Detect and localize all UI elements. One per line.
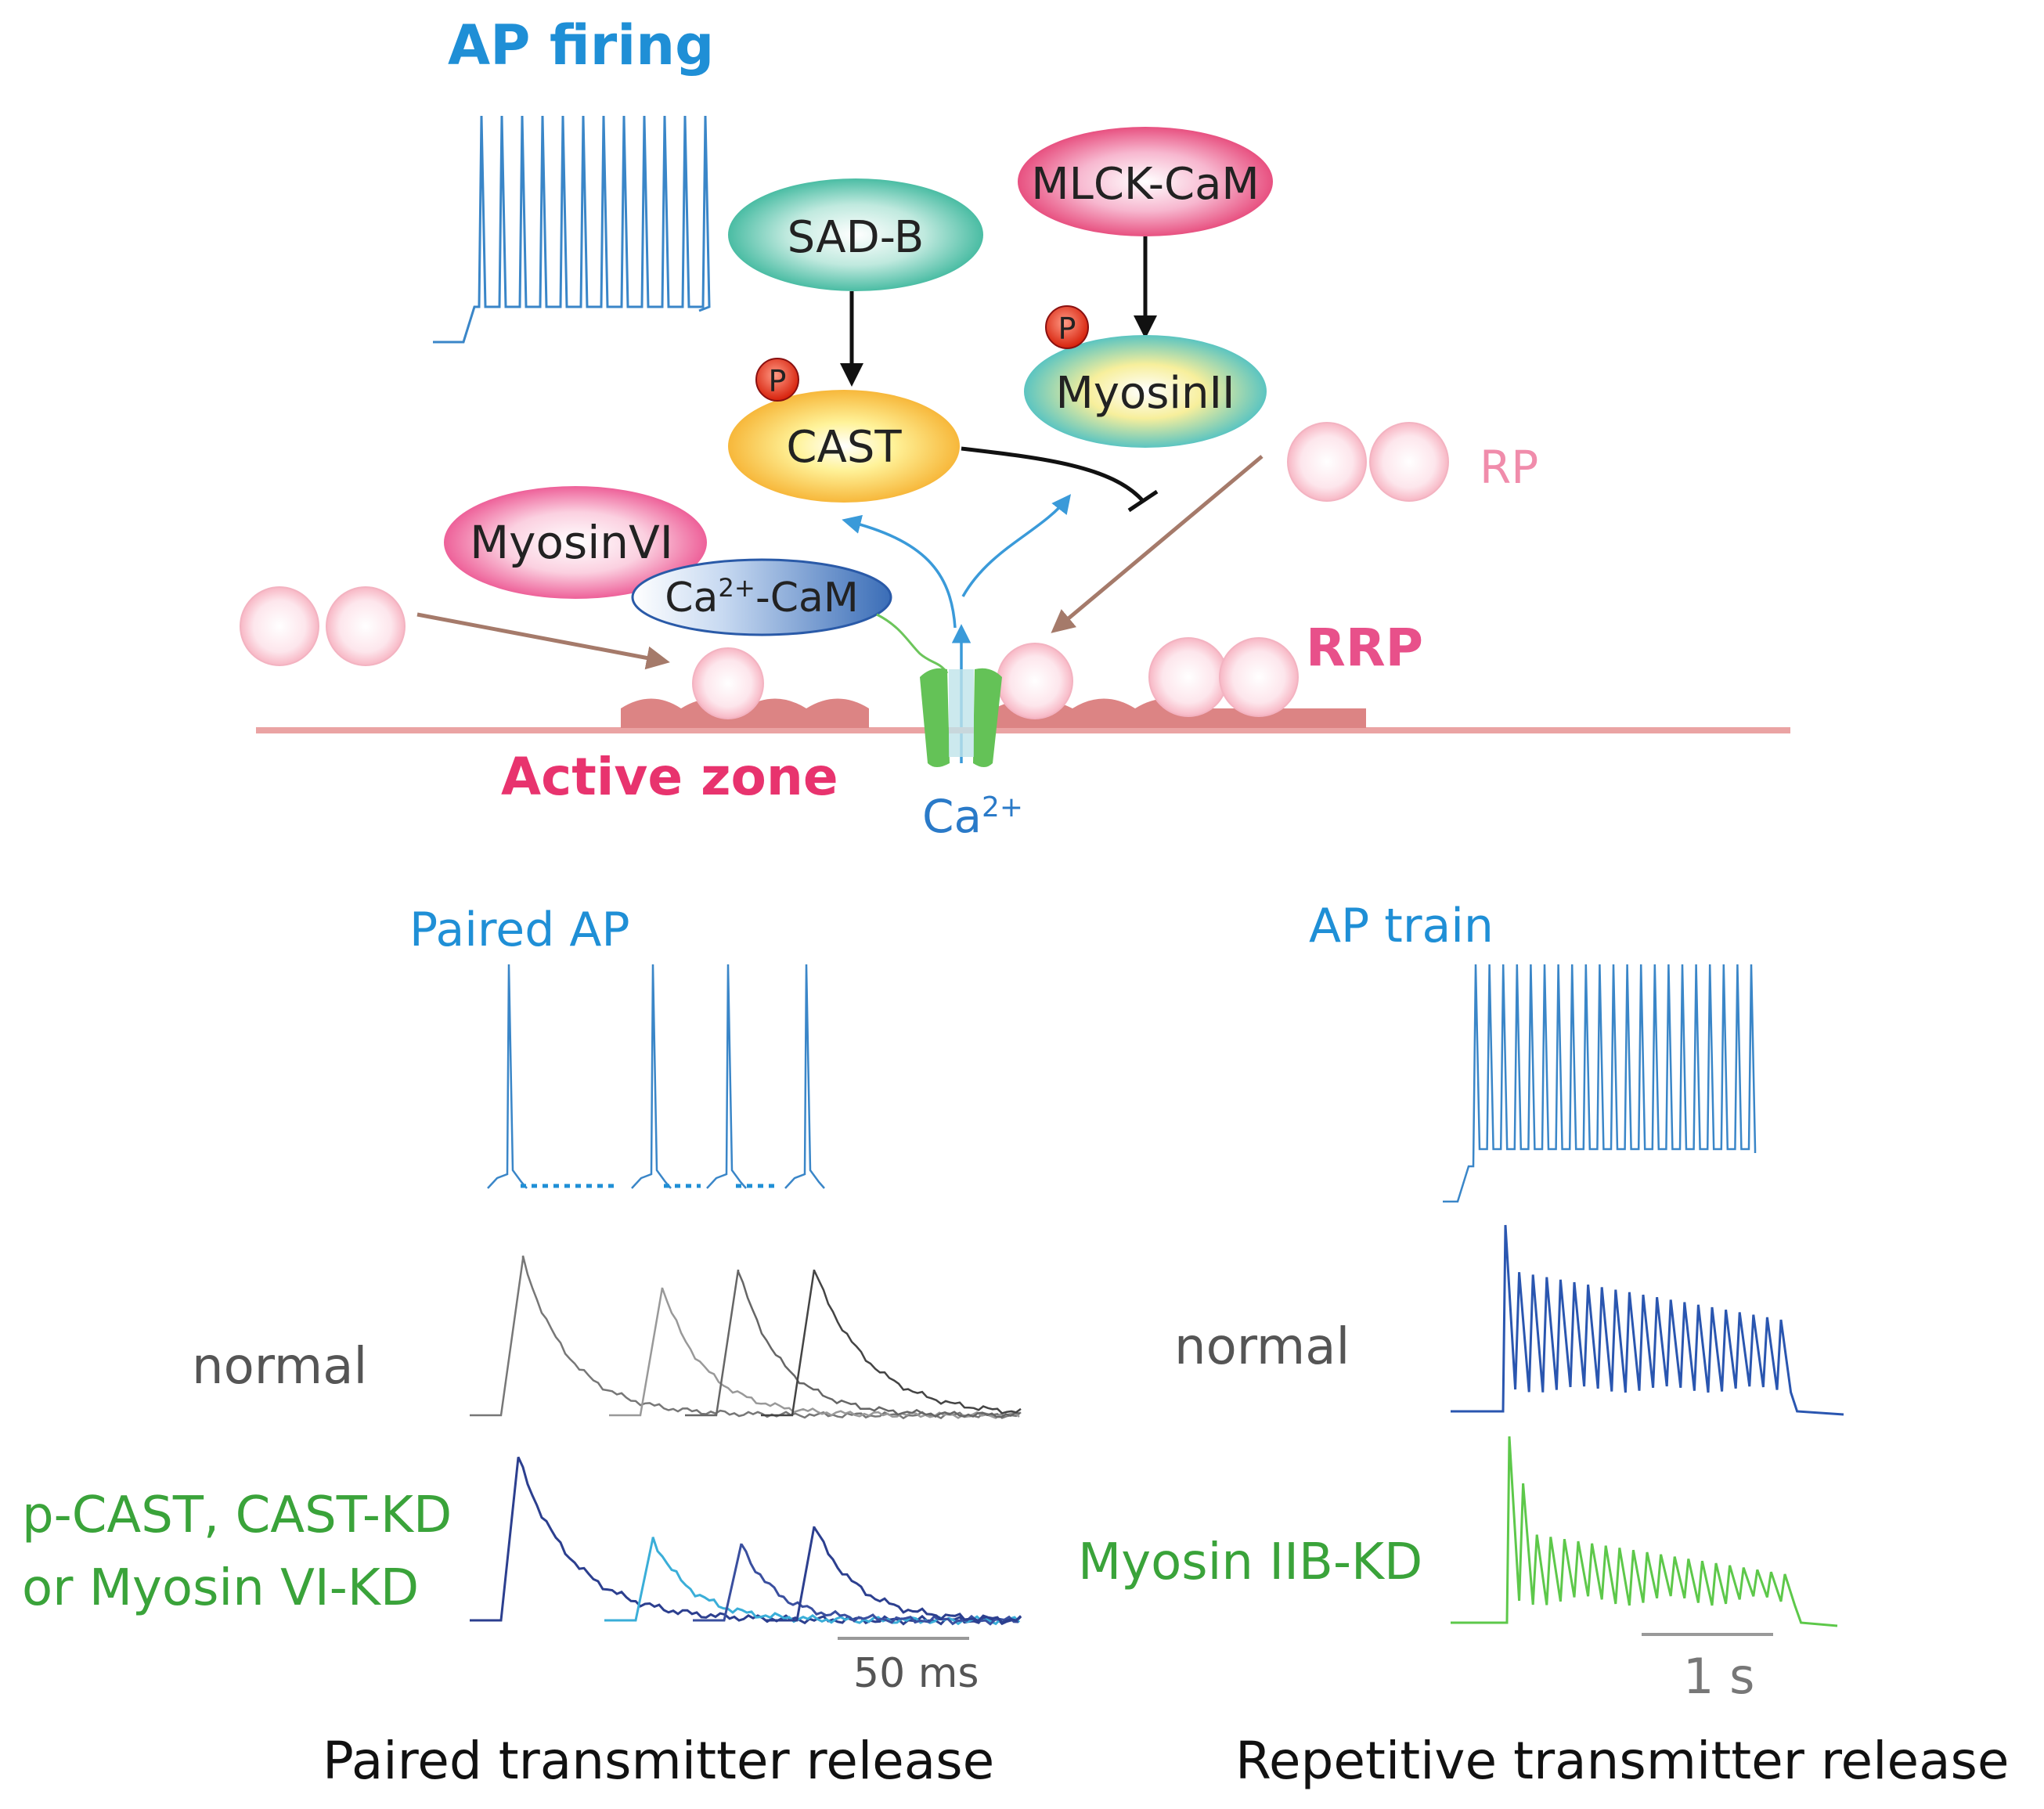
kd-right-trace bbox=[1451, 1436, 1838, 1627]
rp-arrow bbox=[1051, 455, 1264, 633]
vesicle-docked-2 bbox=[997, 643, 1073, 719]
vesicle-rp-1 bbox=[1287, 422, 1367, 502]
vesicle-docked-3 bbox=[1148, 637, 1228, 717]
scale-bar-s-label: 1 s bbox=[1683, 1648, 1754, 1705]
calcium-channel-pore bbox=[949, 669, 974, 757]
kd-left-label-line1: p-CAST, CAST-KD bbox=[22, 1486, 452, 1544]
vesicle-left-2 bbox=[326, 586, 406, 666]
ap-train-title: AP train bbox=[1309, 899, 1494, 953]
paired-ap-trace bbox=[487, 964, 825, 1189]
cast-phospho-label: P bbox=[769, 364, 787, 398]
vesicle-docked-4 bbox=[1219, 637, 1299, 717]
normal-right-label: normal bbox=[1174, 1318, 1350, 1376]
caption-left: Paired transmitter release bbox=[323, 1731, 994, 1791]
myosinii-phospho-badge bbox=[1045, 305, 1089, 349]
rrp-label: RRP bbox=[1306, 618, 1423, 678]
cast-label: CAST bbox=[786, 422, 902, 473]
cam-channel-link bbox=[876, 613, 949, 674]
kd-left-epsc-1 bbox=[470, 1456, 1022, 1626]
cast-phospho-badge bbox=[755, 358, 799, 402]
ca-flow-arrow-right bbox=[961, 494, 1072, 597]
normal-left-epsc-4 bbox=[761, 1269, 1022, 1417]
cast-inhibition-line bbox=[961, 446, 1145, 503]
ca-cam-label: Ca2+-CaM bbox=[665, 573, 859, 622]
normal-left-traces bbox=[470, 1255, 1022, 1420]
vesicle-rp-2 bbox=[1369, 422, 1449, 502]
paired-ap-title: Paired AP bbox=[409, 903, 630, 957]
calcium-channel bbox=[920, 668, 1002, 767]
kd-left-label-line2: or Myosin VI-KD bbox=[22, 1559, 419, 1617]
cast-inhibition-bar bbox=[1127, 489, 1159, 513]
normal-left-epsc-1 bbox=[470, 1255, 1022, 1420]
ap-train-trace bbox=[1443, 964, 1757, 1203]
scale-bar-ms-label: 50 ms bbox=[853, 1650, 979, 1697]
normal-left-epsc-3 bbox=[685, 1269, 1021, 1418]
sad-b-node bbox=[728, 178, 983, 291]
normal-right-trace bbox=[1451, 1224, 1844, 1416]
kd-left-epsc-4 bbox=[766, 1526, 1022, 1624]
kd-left-traces bbox=[470, 1456, 1022, 1626]
normal-left-epsc-2 bbox=[609, 1287, 1020, 1419]
vesicle-docked-1 bbox=[692, 647, 764, 719]
myosinii-label: MyosinII bbox=[1056, 368, 1235, 419]
ap-firing-title: AP firing bbox=[448, 13, 714, 77]
left-vesicle-arrow bbox=[416, 612, 670, 670]
active-zone-label: Active zone bbox=[501, 747, 838, 807]
ca-flow-arrow-left bbox=[842, 514, 957, 629]
normal-left-label: normal bbox=[192, 1338, 367, 1396]
sad-b-label: SAD-B bbox=[788, 212, 925, 263]
ca-cam-node bbox=[631, 558, 892, 636]
myosinvi-label: MyosinVI bbox=[470, 516, 673, 569]
vesicle-left-1 bbox=[240, 586, 319, 666]
myosinii-phospho-label: P bbox=[1058, 312, 1076, 346]
mlck-cam-label: MLCK-CaM bbox=[1031, 159, 1259, 210]
ca2plus-label: Ca2+ bbox=[922, 790, 1023, 843]
myosinii-node bbox=[1024, 335, 1267, 448]
ap-firing-trace bbox=[433, 115, 711, 344]
mlck-cam-node bbox=[1018, 127, 1273, 236]
caption-right: Repetitive transmitter release bbox=[1235, 1731, 2010, 1791]
kd-right-label: Myosin IIB-KD bbox=[1078, 1533, 1422, 1591]
myosinvi-node bbox=[444, 486, 707, 599]
cast-node bbox=[728, 390, 960, 503]
rp-label: RP bbox=[1480, 441, 1538, 494]
